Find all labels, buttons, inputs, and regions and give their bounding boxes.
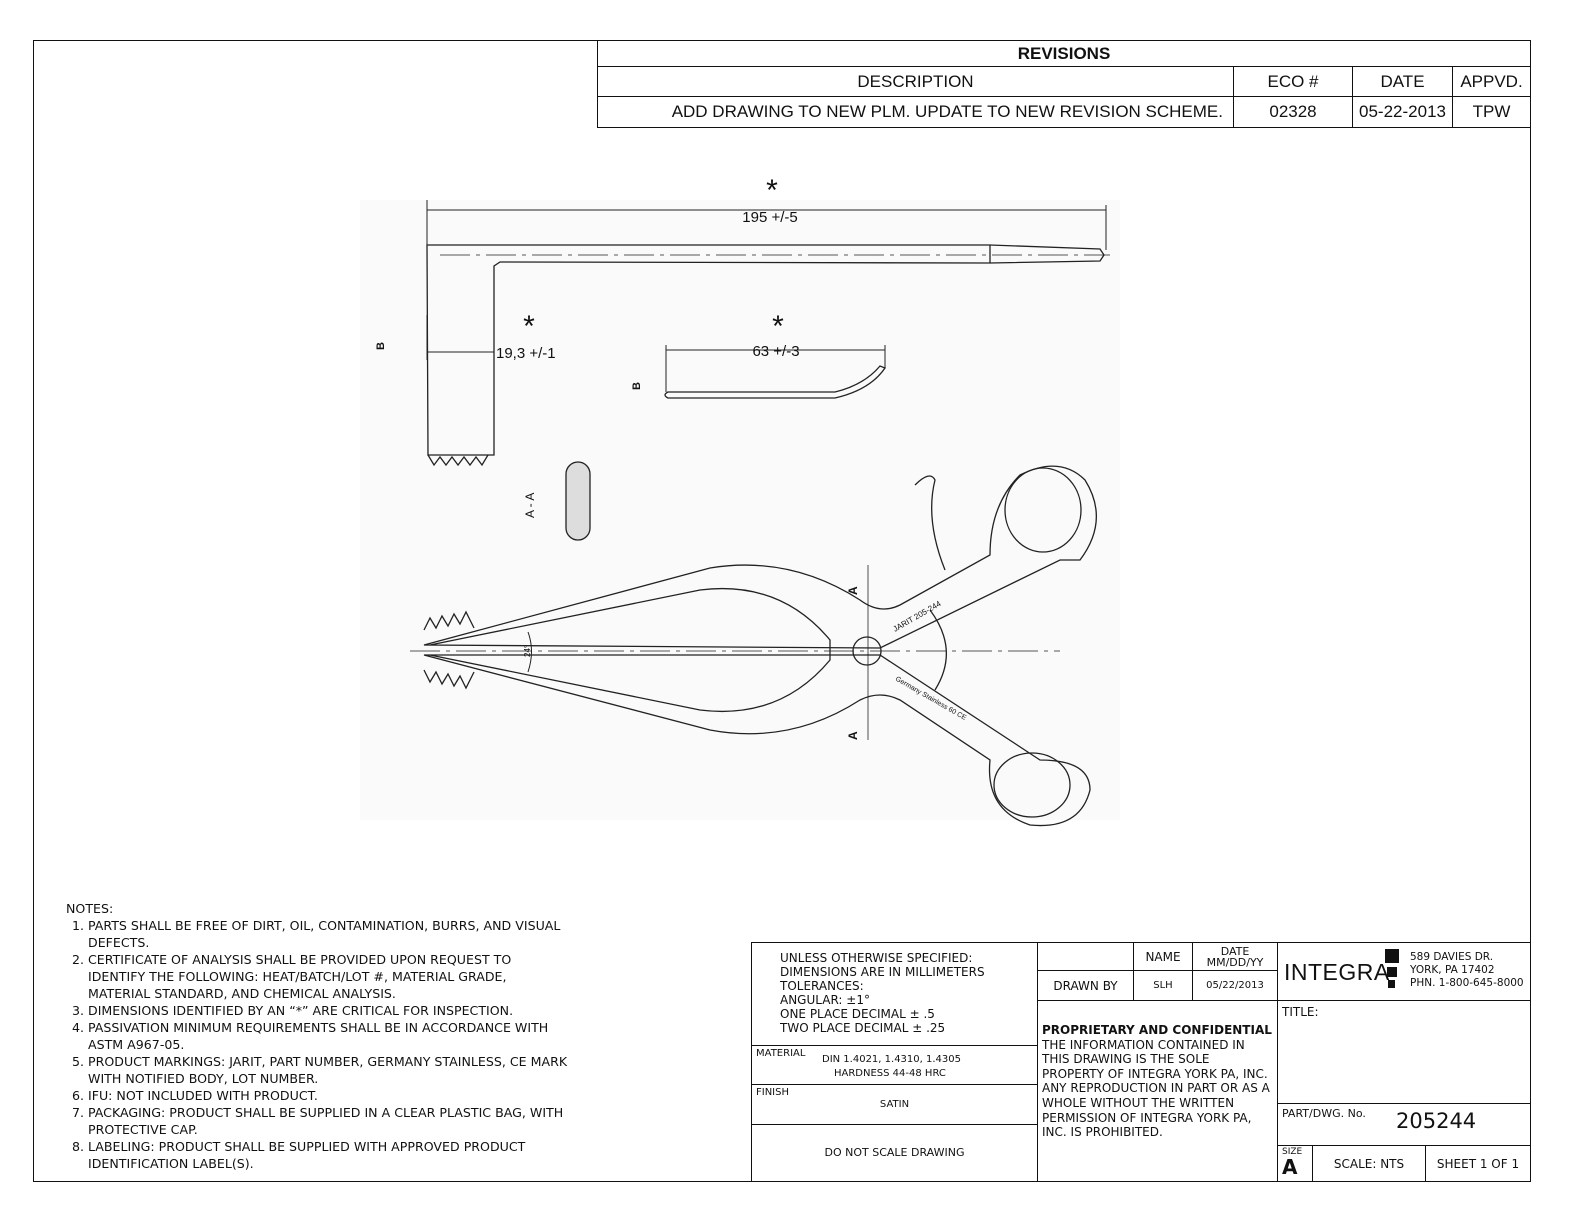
size-value: A [1282, 1155, 1298, 1179]
critical-mark-length: * [766, 174, 778, 207]
company-logo: INTEGRA [1284, 959, 1390, 985]
upper-finger-ring [1004, 467, 1082, 553]
revision-appvd: TPW [1452, 96, 1531, 128]
drawn-date: 05/22/2013 [1192, 970, 1278, 1001]
view-b-label-2: B [631, 382, 643, 390]
ratchet-hook [914, 475, 946, 571]
company-address: 589 DAVIES DR. YORK, PA 17402 PHN. 1-800… [1410, 951, 1524, 990]
notes: NOTES: PARTS SHALL BE FREE OF DIRT, OIL,… [66, 900, 568, 1172]
part-number-box: PART/DWG. No. 205244 [1277, 1103, 1531, 1146]
angle-arc [527, 631, 532, 673]
section-a-top: A [846, 586, 860, 595]
blade-outline [664, 365, 886, 399]
title-block: UNLESS OTHERWISE SPECIFIED: DIMENSIONS A… [751, 942, 1531, 1182]
tolerance-line: TWO PLACE DECIMAL ± .25 [780, 1021, 946, 1035]
note-item: PASSIVATION MINIMUM REQUIREMENTS SHALL B… [88, 1019, 568, 1053]
dim-line-length [426, 200, 1107, 250]
note-item: IFU: NOT INCLUDED WITH PRODUCT. [88, 1087, 568, 1104]
lower-finger-ring [993, 752, 1071, 818]
name-header: NAME [1133, 942, 1193, 971]
lower-arm [423, 654, 1091, 827]
proprietary-heading: PROPRIETARY AND CONFIDENTIAL [1042, 1023, 1272, 1037]
section-aa [565, 461, 591, 541]
proprietary-text: THE INFORMATION CONTAINED IN THIS DRAWIN… [1042, 1037, 1270, 1140]
note-item: CERTIFICATE OF ANALYSIS SHALL BE PROVIDE… [88, 951, 568, 1002]
dim-width: 19,3 +/-1 [496, 345, 556, 362]
scan-background [360, 200, 1120, 820]
tolerance-line: ANGULAR: ±1° [780, 993, 870, 1007]
notes-heading: NOTES: [66, 901, 114, 916]
revisions-table: REVISIONS DESCRIPTION ECO # DATE APPVD. … [597, 40, 1531, 128]
section-aa-label: A - A [523, 493, 537, 518]
size-box: SIZE A [1277, 1145, 1313, 1182]
note-item: PRODUCT MARKINGS: JARIT, PART NUMBER, GE… [88, 1053, 568, 1087]
view-b-label-1: B [375, 342, 387, 350]
material-box: MATERIAL DIN 1.4021, 1.4310, 1.4305 HARD… [751, 1045, 1038, 1085]
finish-label: FINISH [756, 1087, 789, 1098]
address-line: YORK, PA 17402 [1410, 964, 1495, 976]
finish-box: FINISH SATIN [751, 1084, 1038, 1125]
note-item: PACKAGING: PRODUCT SHALL BE SUPPLIED IN … [88, 1104, 568, 1138]
critical-mark-width: * [523, 310, 535, 343]
part-number: 205244 [1396, 1109, 1477, 1133]
angle-label: 24° [523, 645, 532, 657]
upper-arm [423, 465, 1097, 649]
drawn-by-name: SLH [1133, 970, 1193, 1001]
note-item: PARTS SHALL BE FREE OF DIRT, OIL, CONTAM… [88, 917, 568, 951]
dim-blade: 63 +/-3 [752, 343, 799, 360]
material-spec: DIN 1.4021, 1.4310, 1.4305 [822, 1054, 961, 1065]
material-label: MATERIAL [756, 1048, 806, 1059]
critical-mark-blade: * [772, 310, 784, 343]
inner-loop [429, 587, 831, 713]
tolerance-line: UNLESS OTHERWISE SPECIFIED: [780, 951, 973, 965]
company-box: INTEGRA 589 DAVIES DR. YORK, PA 17402 PH… [1277, 942, 1531, 1001]
date-header: DATE MM/DD/YY [1192, 942, 1278, 971]
ratchet-arc [929, 609, 947, 691]
finish-value: SATIN [879, 1099, 910, 1110]
note-item: DIMENSIONS IDENTIFIED BY AN “*” ARE CRIT… [88, 1002, 568, 1019]
title-box: TITLE: [1277, 1000, 1531, 1104]
jaw-teeth [423, 610, 475, 690]
address-phone: PHN. 1-800-645-8000 [1410, 977, 1524, 989]
material-hardness: HARDNESS 44-48 HRC [834, 1068, 946, 1079]
drawn-by-label: DRAWN BY [1037, 970, 1134, 1001]
tolerance-line: ONE PLACE DECIMAL ± .5 [780, 1007, 935, 1021]
proprietary-box: PROPRIETARY AND CONFIDENTIAL THE INFORMA… [1037, 1000, 1278, 1182]
logo-blocks-icon [1385, 949, 1401, 989]
dim-line-width [426, 315, 495, 360]
dim-length: 195 +/-5 [742, 209, 797, 226]
part-label: PART/DWG. No. [1282, 1107, 1366, 1120]
sheet: SHEET 1 OF 1 [1425, 1145, 1531, 1182]
note-item: LABELING: PRODUCT SHALL BE SUPPLIED WITH… [88, 1138, 568, 1172]
tolerance-line: DIMENSIONS ARE IN MILLIMETERS [780, 965, 985, 979]
dim-line-blade [665, 345, 886, 392]
title-label: TITLE: [1282, 1005, 1319, 1019]
tolerance-line: TOLERANCES: [780, 979, 864, 993]
do-not-scale: DO NOT SCALE DRAWING [751, 1124, 1038, 1182]
scale: SCALE: NTS [1312, 1145, 1426, 1182]
size-label: SIZE [1282, 1147, 1303, 1157]
tolerances-box: UNLESS OTHERWISE SPECIFIED: DIMENSIONS A… [751, 942, 1038, 1046]
address-line: 589 DAVIES DR. [1410, 951, 1494, 963]
blank-cell [1037, 942, 1134, 971]
section-a-bottom: A [846, 731, 860, 740]
side-view-teeth [427, 454, 489, 467]
